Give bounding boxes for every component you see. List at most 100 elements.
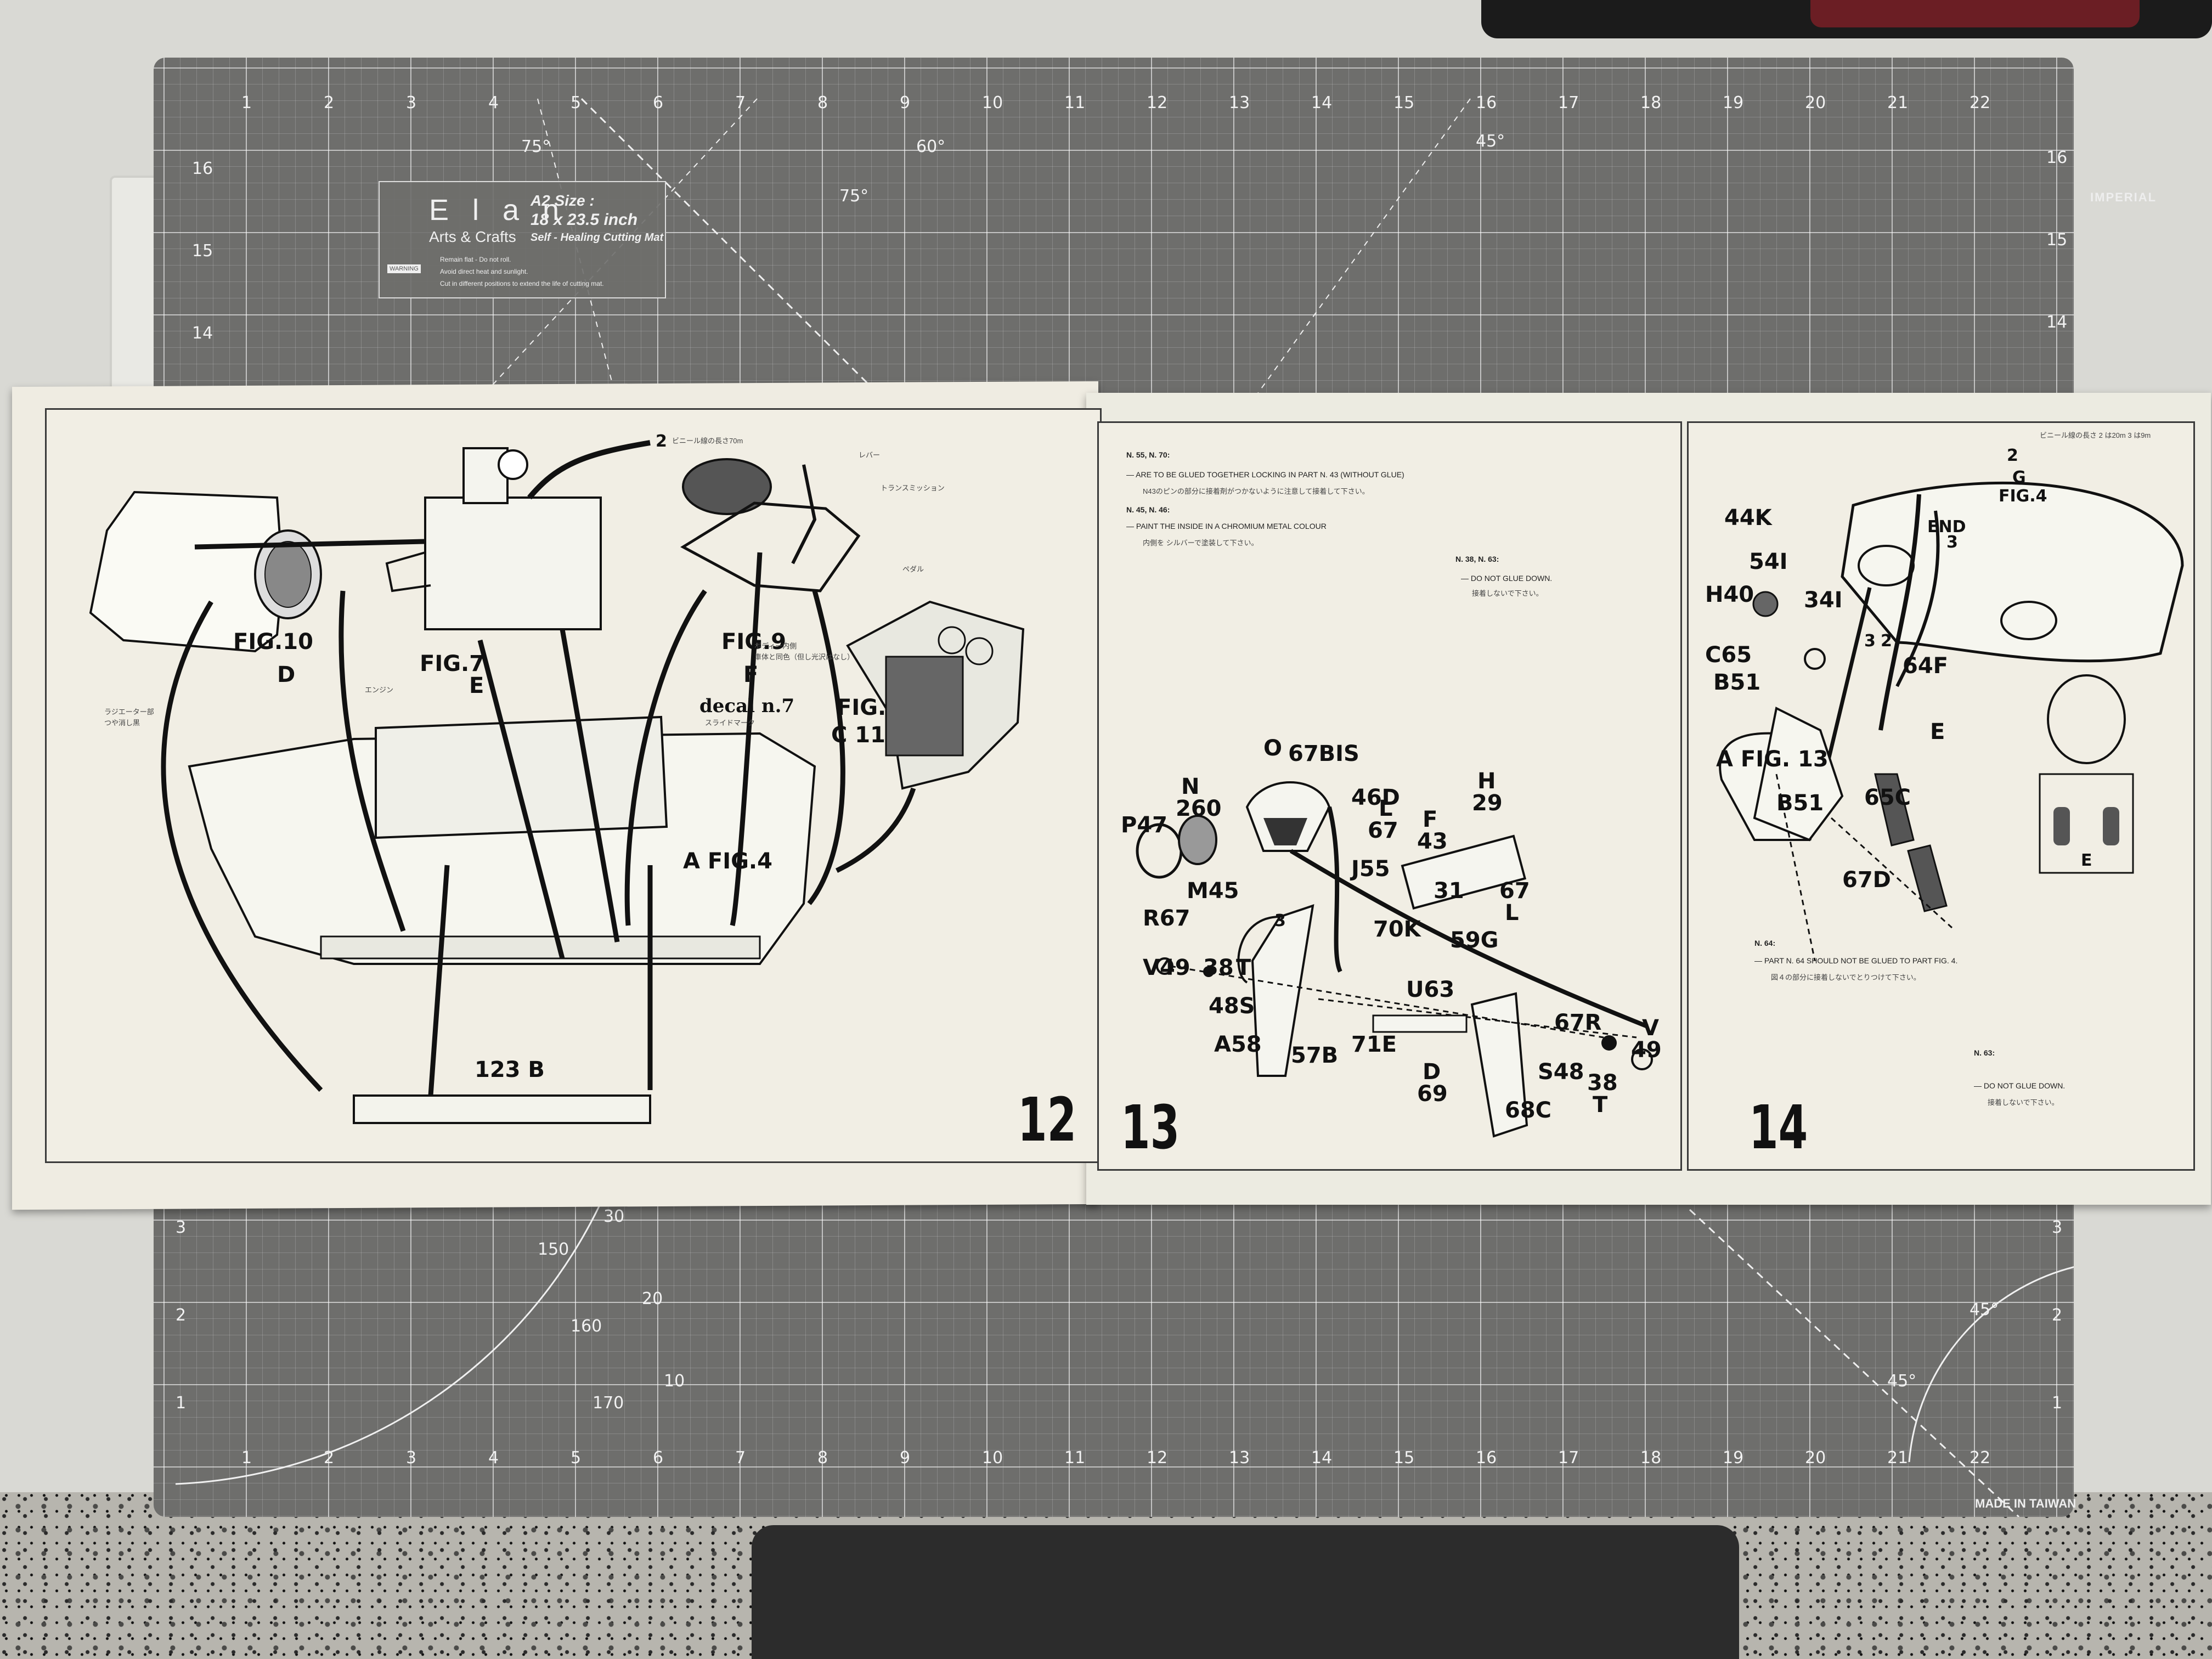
jp-note: ラジエーター部 [104,708,154,716]
angle-label: 60° [916,137,946,156]
angle-label: 45° [1476,132,1505,151]
ruler-top-number: 6 [653,93,664,112]
red-device-panel [1810,0,2140,27]
label-71e: 71E [1351,1032,1397,1057]
protractor-label: 170 [592,1393,624,1413]
note-jp: 接着しないで下さい。 [1472,589,1543,597]
protractor-label: 160 [571,1317,602,1336]
label-d: D [277,662,296,687]
label-54i: 54I [1749,549,1788,574]
note-jp: N43のピンの部分に接着剤がつかないように注意して接着して下さい。 [1143,487,1369,495]
label-fig: FIG. [837,695,887,720]
ruler-top-number: 14 [1311,93,1333,112]
label-v49: V49 [1143,955,1190,980]
jp-note: つや消し黒 [104,719,140,727]
ruler-bottom-number: 10 [982,1448,1003,1468]
label-70k: 70K [1373,917,1421,942]
note-jp: 内側を シルバーで塗装して下さい。 [1143,539,1259,547]
label-57b: 57B [1291,1043,1339,1068]
imperial-label: IMPERIAL [2090,190,2157,204]
note-text: — PAINT THE INSIDE IN A CHROMIUM METAL C… [1126,522,1327,531]
ruler-bottom-number: 6 [653,1448,664,1468]
note-head: N. 63: [1974,1048,1995,1057]
ruler-bottom-number: 7 [735,1448,746,1468]
label-s48: S48 [1538,1059,1584,1085]
jp-note: エンジン [365,686,394,694]
mat-brand-logo: E l a n Arts & Crafts A2 Size : 18 x 23.… [379,181,666,298]
label-fig4: FIG.4 [1999,487,2047,506]
label-m45: M45 [1187,878,1239,904]
label-a-fig4: A FIG.4 [683,849,772,874]
label-c11: C 11 [831,723,885,748]
note-head: N. 55, N. 70: [1126,450,1170,459]
label-2: 2 [656,432,667,451]
mat-size-2: 18 x 23.5 inch [531,211,638,229]
note-text: — DO NOT GLUE DOWN. [1974,1081,2066,1090]
label-a-fig13: A FIG. 13 [1716,747,1829,772]
note-text: — ARE TO BE GLUED TOGETHER LOCKING IN PA… [1126,470,1404,479]
ruler-right-number: 3 [2052,1218,2063,1237]
step-14-drawing [1719,481,2184,961]
label-end: END [1927,517,1966,537]
label-b51: B51 [1713,670,1761,695]
note-jp: 図４の部分に接着しないでとりつけて下さい。 [1771,973,1921,981]
label-tb: T [1593,1092,1608,1118]
label-2: 2 [2007,446,2018,465]
ruler-top-number: 2 [324,93,335,112]
label-44k: 44K [1724,505,1772,531]
ruler-top-number: 7 [735,93,746,112]
label-fig7: FIG.7 [420,651,485,676]
ruler-bottom-number: 4 [488,1448,499,1468]
label-e: E [469,673,484,698]
ruler-top-number: 22 [1970,93,1991,112]
jp-note: トランスミッション [881,484,945,492]
label-e: E [1930,719,1945,744]
ruler-bottom-number: 22 [1970,1448,1991,1468]
ruler-top-number: 1 [241,93,252,112]
mat-size-1: A2 Size : [531,192,595,209]
ruler-left-number: 3 [176,1218,187,1237]
label-g: G [2012,468,2026,487]
label-64f: 64F [1903,653,1948,679]
ruler-bottom-number: 21 [1887,1448,1909,1468]
note-head: N. 64: [1754,939,1776,947]
jp-note: ビニール線の長さ 2 は20m 3 は9m [2040,431,2151,439]
ruler-bottom-number: 15 [1393,1448,1415,1468]
label-65c: 65C [1864,785,1911,810]
person-leg [752,1525,1739,1659]
mat-brand-sub: Arts & Crafts [429,228,516,245]
label-49: 49 [1631,1037,1662,1063]
step-14-panel: 44K 54I H40 34I C65 B51 A FIG. 13 B51 64… [1687,421,2195,1171]
protractor-label: 30 [603,1207,625,1226]
mat-brand-name: E l a n [429,194,567,227]
step-12-drawing [89,440,1025,1124]
label-u63: U63 [1406,977,1455,1002]
label-3b: 3 [1864,631,1876,651]
ruler-bottom-number: 3 [406,1448,417,1468]
label-t: T [1236,955,1251,980]
ruler-bottom-number: 9 [900,1448,911,1468]
label-67: 67 [1368,818,1398,843]
jp-note: ビニール線の長さ70m [672,437,743,445]
ruler-top-number: 3 [406,93,417,112]
ruler-top-number: 16 [1476,93,1497,112]
protractor-label: 20 [642,1289,663,1308]
label-31: 31 [1434,878,1464,904]
angle-label: 45° [1887,1372,1917,1391]
label-r67: R67 [1143,906,1190,931]
label-260: 260 [1176,796,1222,821]
ruler-top-number: 12 [1147,93,1168,112]
label-b51b: B51 [1776,791,1824,816]
label-v: V [1642,1015,1659,1041]
label-a58: A58 [1214,1032,1262,1057]
ruler-left-number: 2 [176,1306,187,1325]
ruler-top-number: 11 [1064,93,1086,112]
ruler-top-number: 21 [1887,93,1909,112]
step-12-panel: FIG.10 D FIG.7 E FIG.9 F FIG. C 11 decal… [45,408,1102,1163]
label-38b: 38 [1587,1070,1618,1096]
jp-note: 車体と同色（但し光沢はなし） [754,653,855,661]
label-h40: H40 [1705,582,1754,607]
label-67bis: 67BIS [1288,741,1359,766]
label-2b: 2 [1881,631,1892,651]
label-fig9: FIG.9 [721,629,787,654]
